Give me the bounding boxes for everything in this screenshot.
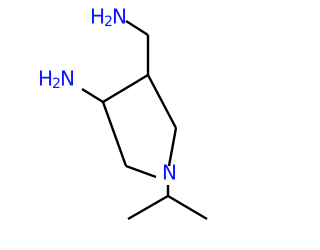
svg-text:2: 2 [104,14,113,30]
svg-text:2: 2 [52,76,61,92]
molecule-structure: H 2 N H 2 N N [38,5,208,221]
bond-isopropyl-left [127,194,169,221]
ring-nitrogen-label: N [162,161,177,185]
svg-text:N: N [60,67,75,91]
bond-ring-c2-c3 [101,101,128,167]
svg-text:H: H [90,5,105,29]
bond-ring-c3-c4 [102,73,149,104]
bond-ring-n1-c2 [125,164,157,179]
svg-text:H: H [38,67,53,91]
svg-text:N: N [112,5,127,29]
bond-aminomethyl-n [125,19,149,37]
bond-ring-c5-n1 [167,127,178,167]
bond-isopropyl-right [167,194,208,221]
bond-ring-c4-c5 [146,74,178,129]
aminomethyl-nh2-label: H 2 N [90,5,127,31]
bond-amine-n [81,87,104,104]
amine-nh2-label: H 2 N [38,67,75,93]
